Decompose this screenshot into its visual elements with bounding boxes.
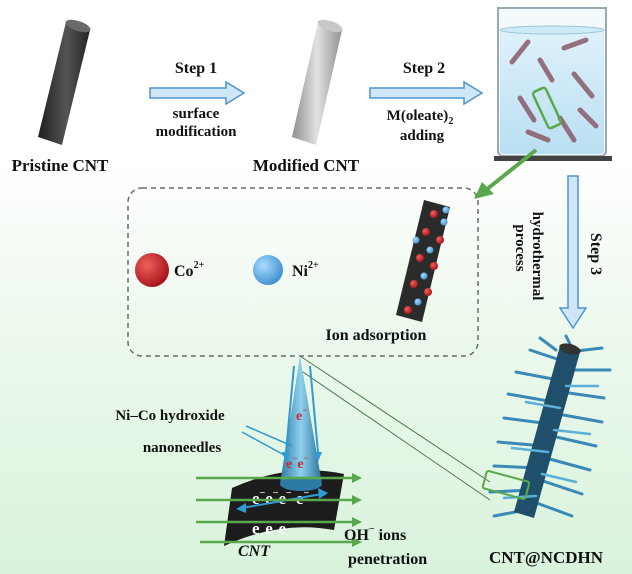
- ion-adsorption-label: Ion adsorption: [326, 327, 427, 344]
- step1-line1: surface: [173, 106, 220, 122]
- needles-label-2: nanoneedles: [143, 440, 222, 456]
- cnt-sheet-label: CNT: [238, 543, 271, 560]
- green-pointer-arrow: [474, 148, 538, 199]
- step1-arrow: [149, 80, 246, 106]
- step1-title: Step 1: [175, 60, 217, 77]
- step3-arrow: [558, 175, 588, 330]
- final-product-label: CNT@NCDHN: [489, 548, 604, 567]
- step3-line1: hydrothermal: [529, 212, 545, 301]
- ion-adsorption-box: [127, 187, 479, 357]
- cone-arrow-left: [285, 365, 295, 453]
- needle-label-line-2: [241, 431, 287, 457]
- step1-line2: modification: [156, 124, 237, 140]
- cone-electron-2: e−e−: [286, 453, 309, 472]
- nanoneedle-cone: [280, 356, 322, 491]
- ni-label: Ni2+: [292, 260, 319, 280]
- ni-ion-icon: [253, 255, 283, 285]
- pristine-cnt-label: Pristine CNT: [12, 156, 109, 175]
- penetration-label: penetration: [348, 551, 427, 568]
- step3-title: Step 3: [587, 233, 604, 275]
- needles-label-1: Ni–Co hydroxide: [115, 408, 225, 424]
- modified-cnt-label: Modified CNT: [253, 156, 360, 175]
- oh-penetration-arrows: [196, 476, 354, 544]
- cone-electron-1: e−: [296, 405, 307, 424]
- oh-ions-label: OH− ions: [344, 524, 406, 544]
- zoom-line-2: [299, 369, 491, 501]
- pristine-cnt-tube: [38, 19, 91, 145]
- step2-line2: adding: [400, 128, 445, 144]
- modified-cnt-tube: [292, 19, 343, 145]
- sheet-electrons-bottom: e−e−e−: [252, 518, 292, 538]
- step2-title: Step 2: [403, 60, 445, 77]
- ion-adsorbed-tube: [396, 200, 450, 322]
- step2-arrow: [369, 80, 484, 106]
- cnt-ncdhn-product: [481, 334, 612, 518]
- beaker: [494, 7, 612, 161]
- cone-arrow-right: [309, 365, 319, 453]
- co-label: Co2+: [174, 260, 205, 280]
- step2-line1: M(oleate)2: [387, 108, 454, 127]
- step3-line2: process: [512, 224, 528, 271]
- co-ion-icon: [135, 253, 169, 287]
- zoom-line-1: [299, 355, 491, 483]
- needle-label-line-1: [245, 425, 293, 447]
